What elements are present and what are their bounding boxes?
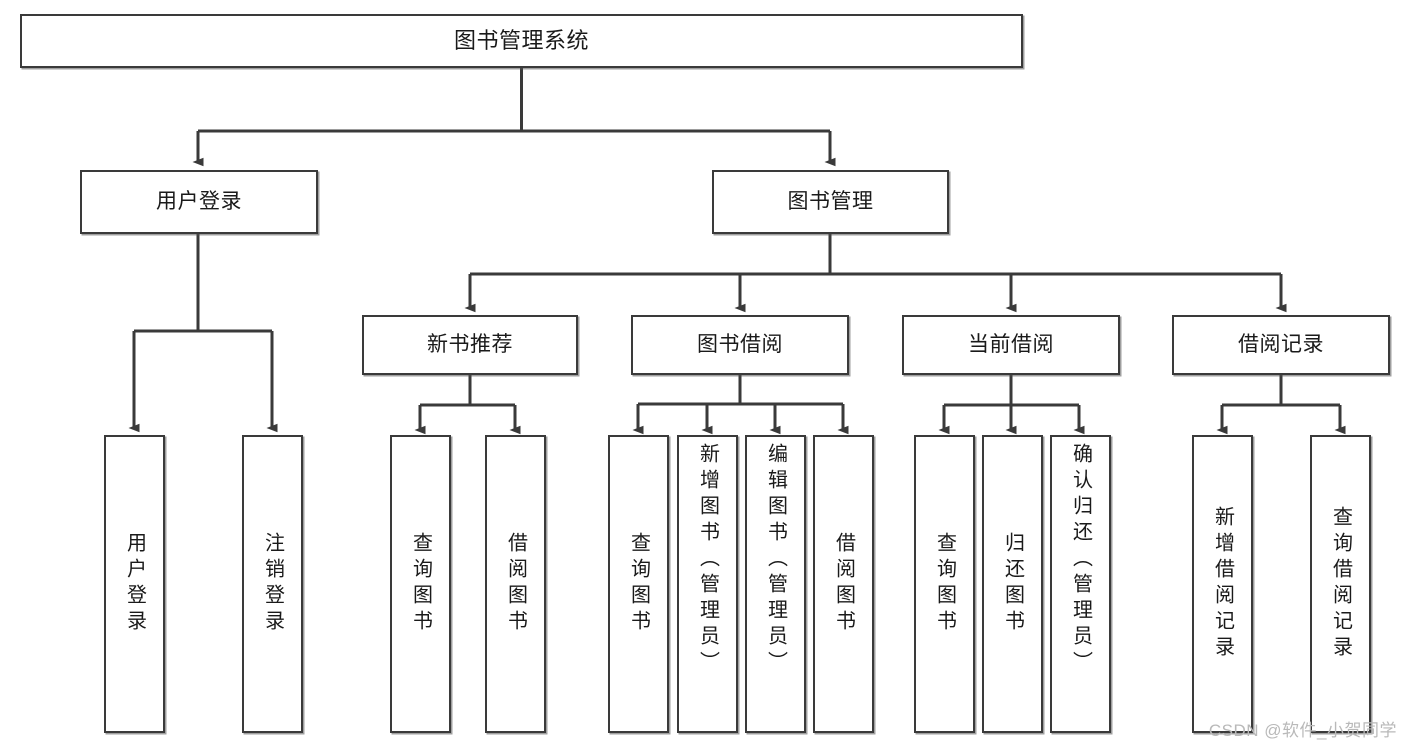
node-label: 注销登录 bbox=[261, 532, 284, 636]
leaf-add-borrow-record[interactable]: 新增借阅记录 bbox=[1192, 435, 1253, 733]
node-label: 借阅记录 bbox=[1238, 332, 1324, 356]
node-label: 当前借阅 bbox=[968, 332, 1054, 356]
node-label: 用户登录 bbox=[156, 189, 242, 213]
leaf-query-book-recommend[interactable]: 查询图书 bbox=[390, 435, 451, 733]
leaf-return-book[interactable]: 归还图书 bbox=[982, 435, 1043, 733]
node-label: 图书借阅 bbox=[697, 332, 783, 356]
node-label: 用户登录 bbox=[123, 532, 146, 636]
node-label: 查询图书 bbox=[933, 532, 956, 636]
node-borrow-records[interactable]: 借阅记录 bbox=[1172, 315, 1390, 375]
node-label: 归还图书 bbox=[1001, 532, 1024, 636]
node-label: 借阅图书 bbox=[832, 532, 855, 636]
node-book-management[interactable]: 图书管理 bbox=[712, 170, 949, 234]
leaf-query-borrow-record[interactable]: 查询借阅记录 bbox=[1310, 435, 1371, 733]
leaf-logout[interactable]: 注销登录 bbox=[242, 435, 303, 733]
leaf-query-book-borrow[interactable]: 查询图书 bbox=[608, 435, 669, 733]
leaf-edit-book-admin[interactable]: 编辑图书（管理员） bbox=[745, 435, 806, 733]
leaf-borrow-book-recommend[interactable]: 借阅图书 bbox=[485, 435, 546, 733]
leaf-user-login[interactable]: 用户登录 bbox=[104, 435, 165, 733]
leaf-borrow-book[interactable]: 借阅图书 bbox=[813, 435, 874, 733]
node-user-login[interactable]: 用户登录 bbox=[80, 170, 318, 234]
leaf-add-book-admin[interactable]: 新增图书（管理员） bbox=[677, 435, 738, 733]
leaf-query-book-current[interactable]: 查询图书 bbox=[914, 435, 975, 733]
node-label: 借阅图书 bbox=[504, 532, 527, 636]
node-root-system[interactable]: 图书管理系统 bbox=[20, 14, 1023, 68]
node-label: 新增借阅记录 bbox=[1211, 506, 1234, 662]
node-new-book-recommend[interactable]: 新书推荐 bbox=[362, 315, 578, 375]
node-label: 查询图书 bbox=[627, 532, 650, 636]
node-label: 编辑图书（管理员） bbox=[764, 443, 787, 677]
node-label: 图书管理 bbox=[787, 189, 874, 213]
node-book-borrow[interactable]: 图书借阅 bbox=[631, 315, 849, 375]
node-label: 新增图书（管理员） bbox=[696, 443, 719, 677]
node-label: 查询图书 bbox=[409, 532, 432, 636]
leaf-confirm-return-admin[interactable]: 确认归还（管理员） bbox=[1050, 435, 1111, 733]
node-label: 新书推荐 bbox=[427, 332, 513, 356]
node-label: 查询借阅记录 bbox=[1329, 506, 1352, 662]
node-label: 确认归还（管理员） bbox=[1069, 443, 1092, 677]
node-current-borrow[interactable]: 当前借阅 bbox=[902, 315, 1120, 375]
node-label: 图书管理系统 bbox=[453, 28, 589, 54]
